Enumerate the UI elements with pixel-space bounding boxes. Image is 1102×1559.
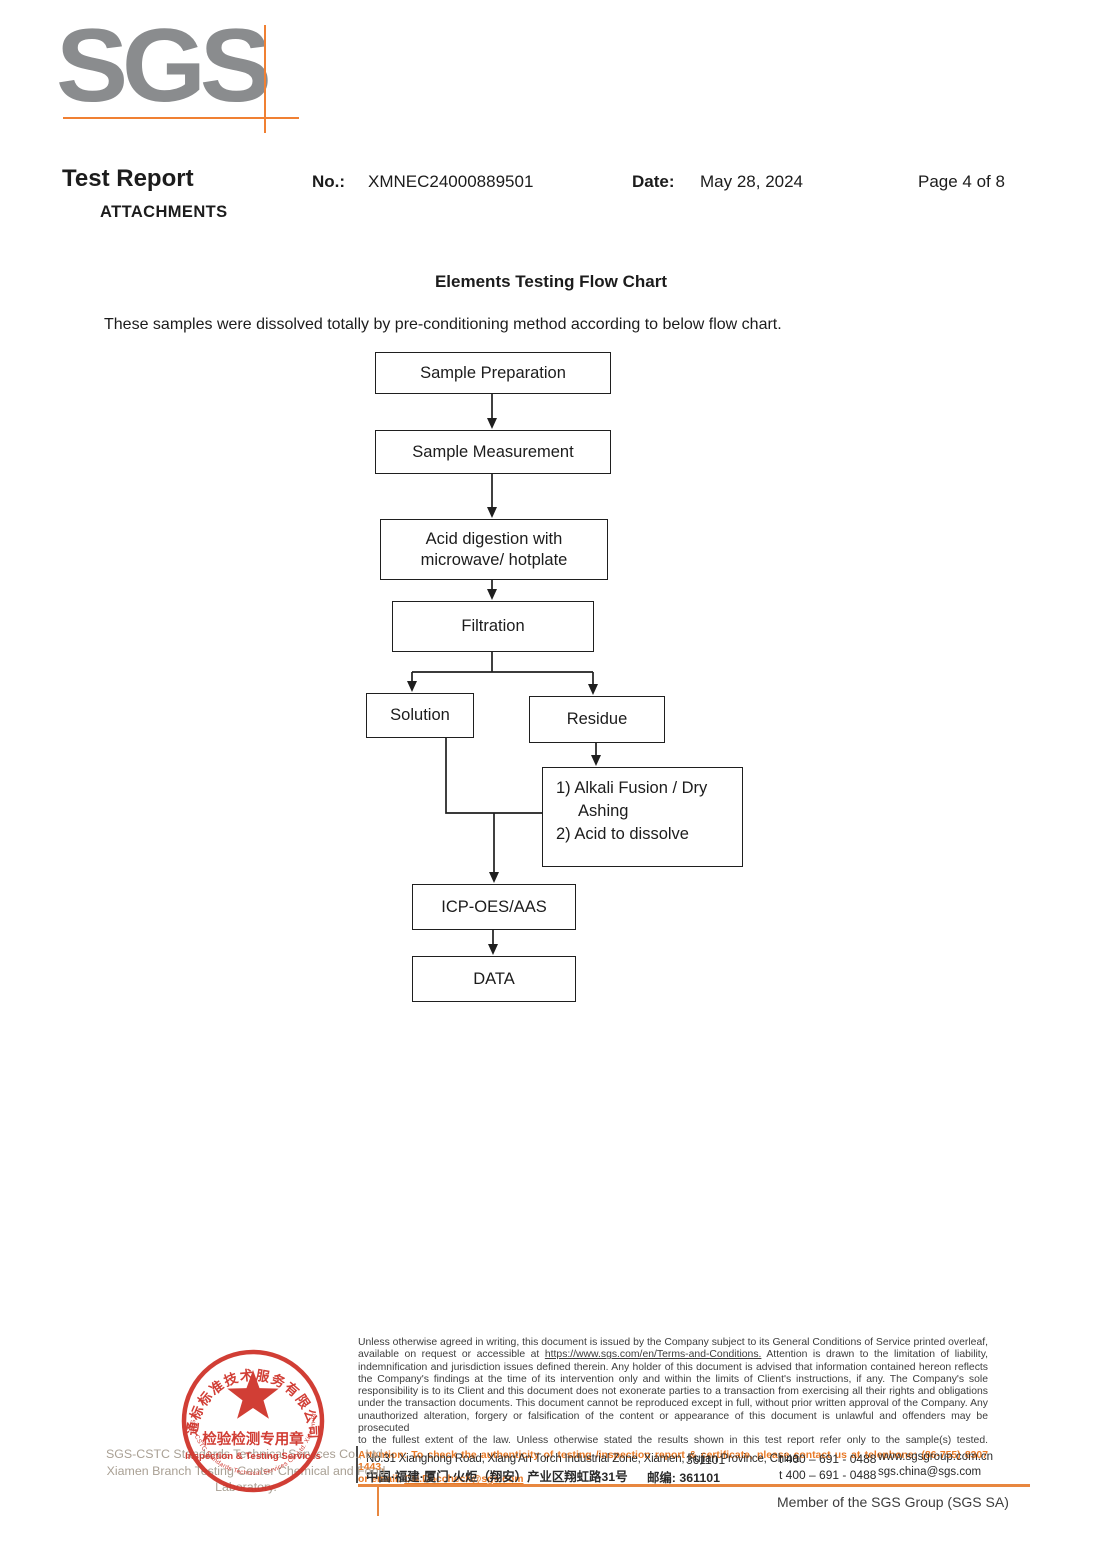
legal-line: unauthorized alteration, forgery or fals… <box>358 1410 988 1435</box>
flowchart-node-icp-oes-aas: ICP-OES/AAS <box>412 884 576 930</box>
stamp-cn-line: 检验检测专用章 <box>202 1430 304 1448</box>
phone-row1: t 400 – 691 - 0488 <box>779 1452 877 1466</box>
doccheck-email-link[interactable]: CN.Doccheck@sgs.com <box>404 1474 524 1486</box>
address-en-zip: 361101 <box>686 1453 726 1467</box>
flowchart-node-solution: Solution <box>366 693 474 738</box>
legal-line: indemnification and jurisdiction issues … <box>358 1361 988 1373</box>
address-cn-zip: 邮编: 361101 <box>647 1471 721 1485</box>
flowchart-node-alkali-fusion: 1) Alkali Fusion / Dry Ashing 2) Acid to… <box>542 767 743 867</box>
report-no-label: No.: <box>312 172 346 191</box>
flowchart-node-data: DATA <box>412 956 576 1002</box>
attention-email-label: or email: <box>358 1474 405 1486</box>
legal-line: under the transaction documents. This do… <box>358 1398 988 1410</box>
legal-line: available on request or accessible at ht… <box>358 1349 988 1361</box>
phone-row2: t 400 – 691 - 0488 <box>779 1468 877 1482</box>
stamp-ring <box>181 1349 325 1493</box>
footer-orange-tick <box>377 1484 379 1516</box>
attention-line1: Attention: To check the authenticity of … <box>358 1449 988 1473</box>
legal-disclaimer: Unless otherwise agreed in writing, this… <box>358 1337 988 1487</box>
date-value: May 28, 2024 <box>700 172 804 191</box>
member-line: Member of the SGS Group (SGS SA) <box>777 1494 1009 1510</box>
flowchart-node-residue: Residue <box>529 696 665 743</box>
company-name-block: SGS-CSTC Standards Technical Services Co… <box>96 1446 396 1496</box>
legal-line: to the fullest extent of the law. Unless… <box>358 1435 988 1447</box>
report-title: Test Report <box>62 165 194 192</box>
flow-chart-title: Elements Testing Flow Chart <box>434 272 668 291</box>
legal-line: Unless otherwise agreed in writing, this… <box>358 1337 988 1348</box>
flowchart-node-sample-measurement: Sample Measurement <box>375 430 611 474</box>
logo-vertical-line <box>264 25 266 133</box>
footer-orange-rule <box>358 1484 1030 1487</box>
inspection-stamp: 通标标准技术服务有限公司厦门分公司 SGS-CSTC Standards Tec… <box>178 1344 325 1493</box>
attention-line2: or email: CN.Doccheck@sgs.com <box>358 1474 988 1486</box>
page-indicator: Page 4 of 8 <box>918 172 1005 191</box>
stamp-star-icon <box>227 1370 279 1419</box>
sgs-logo-text: SGS <box>56 8 272 124</box>
legal-line: the Company's findings at the time of it… <box>358 1373 988 1385</box>
legal-line: responsibility is to its Client and this… <box>358 1386 988 1398</box>
intro-text: These samples were dissolved totally by … <box>104 316 782 333</box>
date-label: Date: <box>632 172 675 191</box>
flowchart-node-sample-preparation: Sample Preparation <box>375 352 611 394</box>
attachments-label: ATTACHMENTS <box>100 203 228 221</box>
legal-line-text: available on request or accessible at <box>358 1349 545 1361</box>
logo-horizontal-line <box>63 117 299 119</box>
website[interactable]: www.sgsgroup.com.cn <box>878 1451 994 1463</box>
address-divider-line <box>356 1446 358 1483</box>
stamp-en-line: Inspection & Testing Services <box>185 1451 321 1462</box>
flowchart-node-acid-digestion: Acid digestion with microwave/ hotplate <box>380 519 608 580</box>
address-en: No.31 Xianghong Road, Xiang'An Torch Ind… <box>366 1453 802 1465</box>
sgs-email[interactable]: sgs.china@sgs.com <box>878 1466 982 1478</box>
terms-link[interactable]: https://www.sgs.com/en/Terms-and-Conditi… <box>544 1349 762 1361</box>
report-no-value: XMNEC24000889501 <box>368 172 534 191</box>
legal-line-text: Attention is drawn to the limitation of … <box>761 1349 989 1361</box>
address-cn: 中国·福建·厦门·火炬（翔安）产业区翔虹路31号 <box>366 1470 628 1484</box>
flowchart-node-filtration: Filtration <box>392 601 594 652</box>
